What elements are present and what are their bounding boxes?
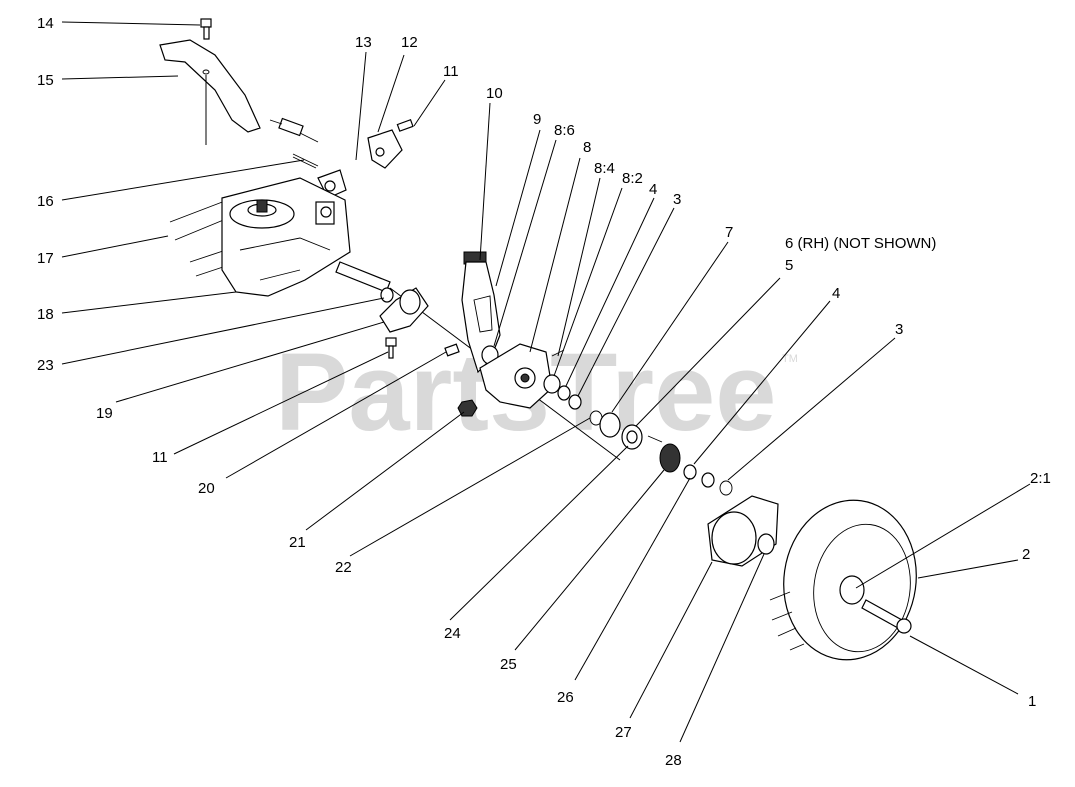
callout-11-top: 11 [443,63,459,80]
callout-7: 7 [725,224,733,241]
callout-27: 27 [615,724,632,741]
callout-13: 13 [355,34,372,51]
part-bearing-24 [621,424,643,450]
part-washer-4-top [557,385,571,401]
callout-26: 26 [557,689,574,706]
callout-8-4: 8:4 [594,160,615,177]
callout-8-6: 8:6 [554,122,575,139]
callout-3-bottom: 3 [895,321,903,338]
callout-22: 22 [335,559,352,576]
callout-14: 14 [37,15,54,32]
callout-9: 9 [533,111,541,128]
callout-12: 12 [401,34,418,51]
part-bolt-14 [200,18,212,40]
callout-15: 15 [37,72,54,89]
callout-21: 21 [289,534,306,551]
callout-2-1: 2:1 [1030,470,1051,487]
callout-18: 18 [37,306,54,323]
part-shroud-15 [159,39,261,145]
callout-2: 2 [1022,546,1030,563]
part-cable-connector [269,117,319,143]
callout-5: 5 [785,257,793,274]
callout-17: 17 [37,250,54,267]
part-screw-11-bottom [385,337,397,359]
part-bracket-12 [367,129,403,169]
callout-4-top: 4 [649,181,657,198]
callout-25: 25 [500,656,517,673]
callout-10: 10 [486,85,503,102]
leader-lines [61,21,1031,743]
part-bolt-1 [861,599,912,634]
part-bracket-19 [379,287,429,333]
callout-23: 23 [37,357,54,374]
part-transmission-18 [221,177,351,297]
part-bushing-23 [380,287,394,303]
part-bolt-20 [444,343,460,357]
callout-19: 19 [96,405,113,422]
part-pin-8-4 [551,349,565,357]
part-pinion-25 [659,443,681,473]
part-washer-3-bottom [701,472,715,488]
watermark-trademark: TM [782,353,798,365]
callout-11-bottom: 11 [152,449,168,466]
part-clip-26 [719,480,733,496]
callout-3-top: 3 [673,191,681,208]
part-washer-28 [757,533,775,555]
part-gear-plate-8 [479,343,553,409]
callout-16: 16 [37,193,54,210]
callout-24: 24 [444,625,461,642]
part-wheel-2 [769,499,917,661]
callout-20: 20 [198,480,215,497]
part-washer-4-bottom [683,464,697,480]
callout-6-note: 6 (RH) (NOT SHOWN) [785,235,936,252]
callout-28: 28 [665,752,682,769]
part-hubcap-27 [707,495,779,567]
callout-1: 1 [1028,693,1036,710]
part-pin-16 [292,153,319,169]
callout-8: 8 [583,139,591,156]
callout-8-2: 8:2 [622,170,643,187]
part-seal-7 [599,412,621,438]
callout-labels: 14 15 13 12 11 10 9 8:6 8 8:4 8:2 4 3 7 … [37,15,1051,769]
part-key-5 [647,435,663,443]
part-washer-3-top [568,394,582,410]
part-nut-21 [457,399,478,417]
part-screw-11-top [396,119,414,132]
part-bearing-8-2 [543,374,561,394]
callout-4-bottom: 4 [832,285,840,302]
